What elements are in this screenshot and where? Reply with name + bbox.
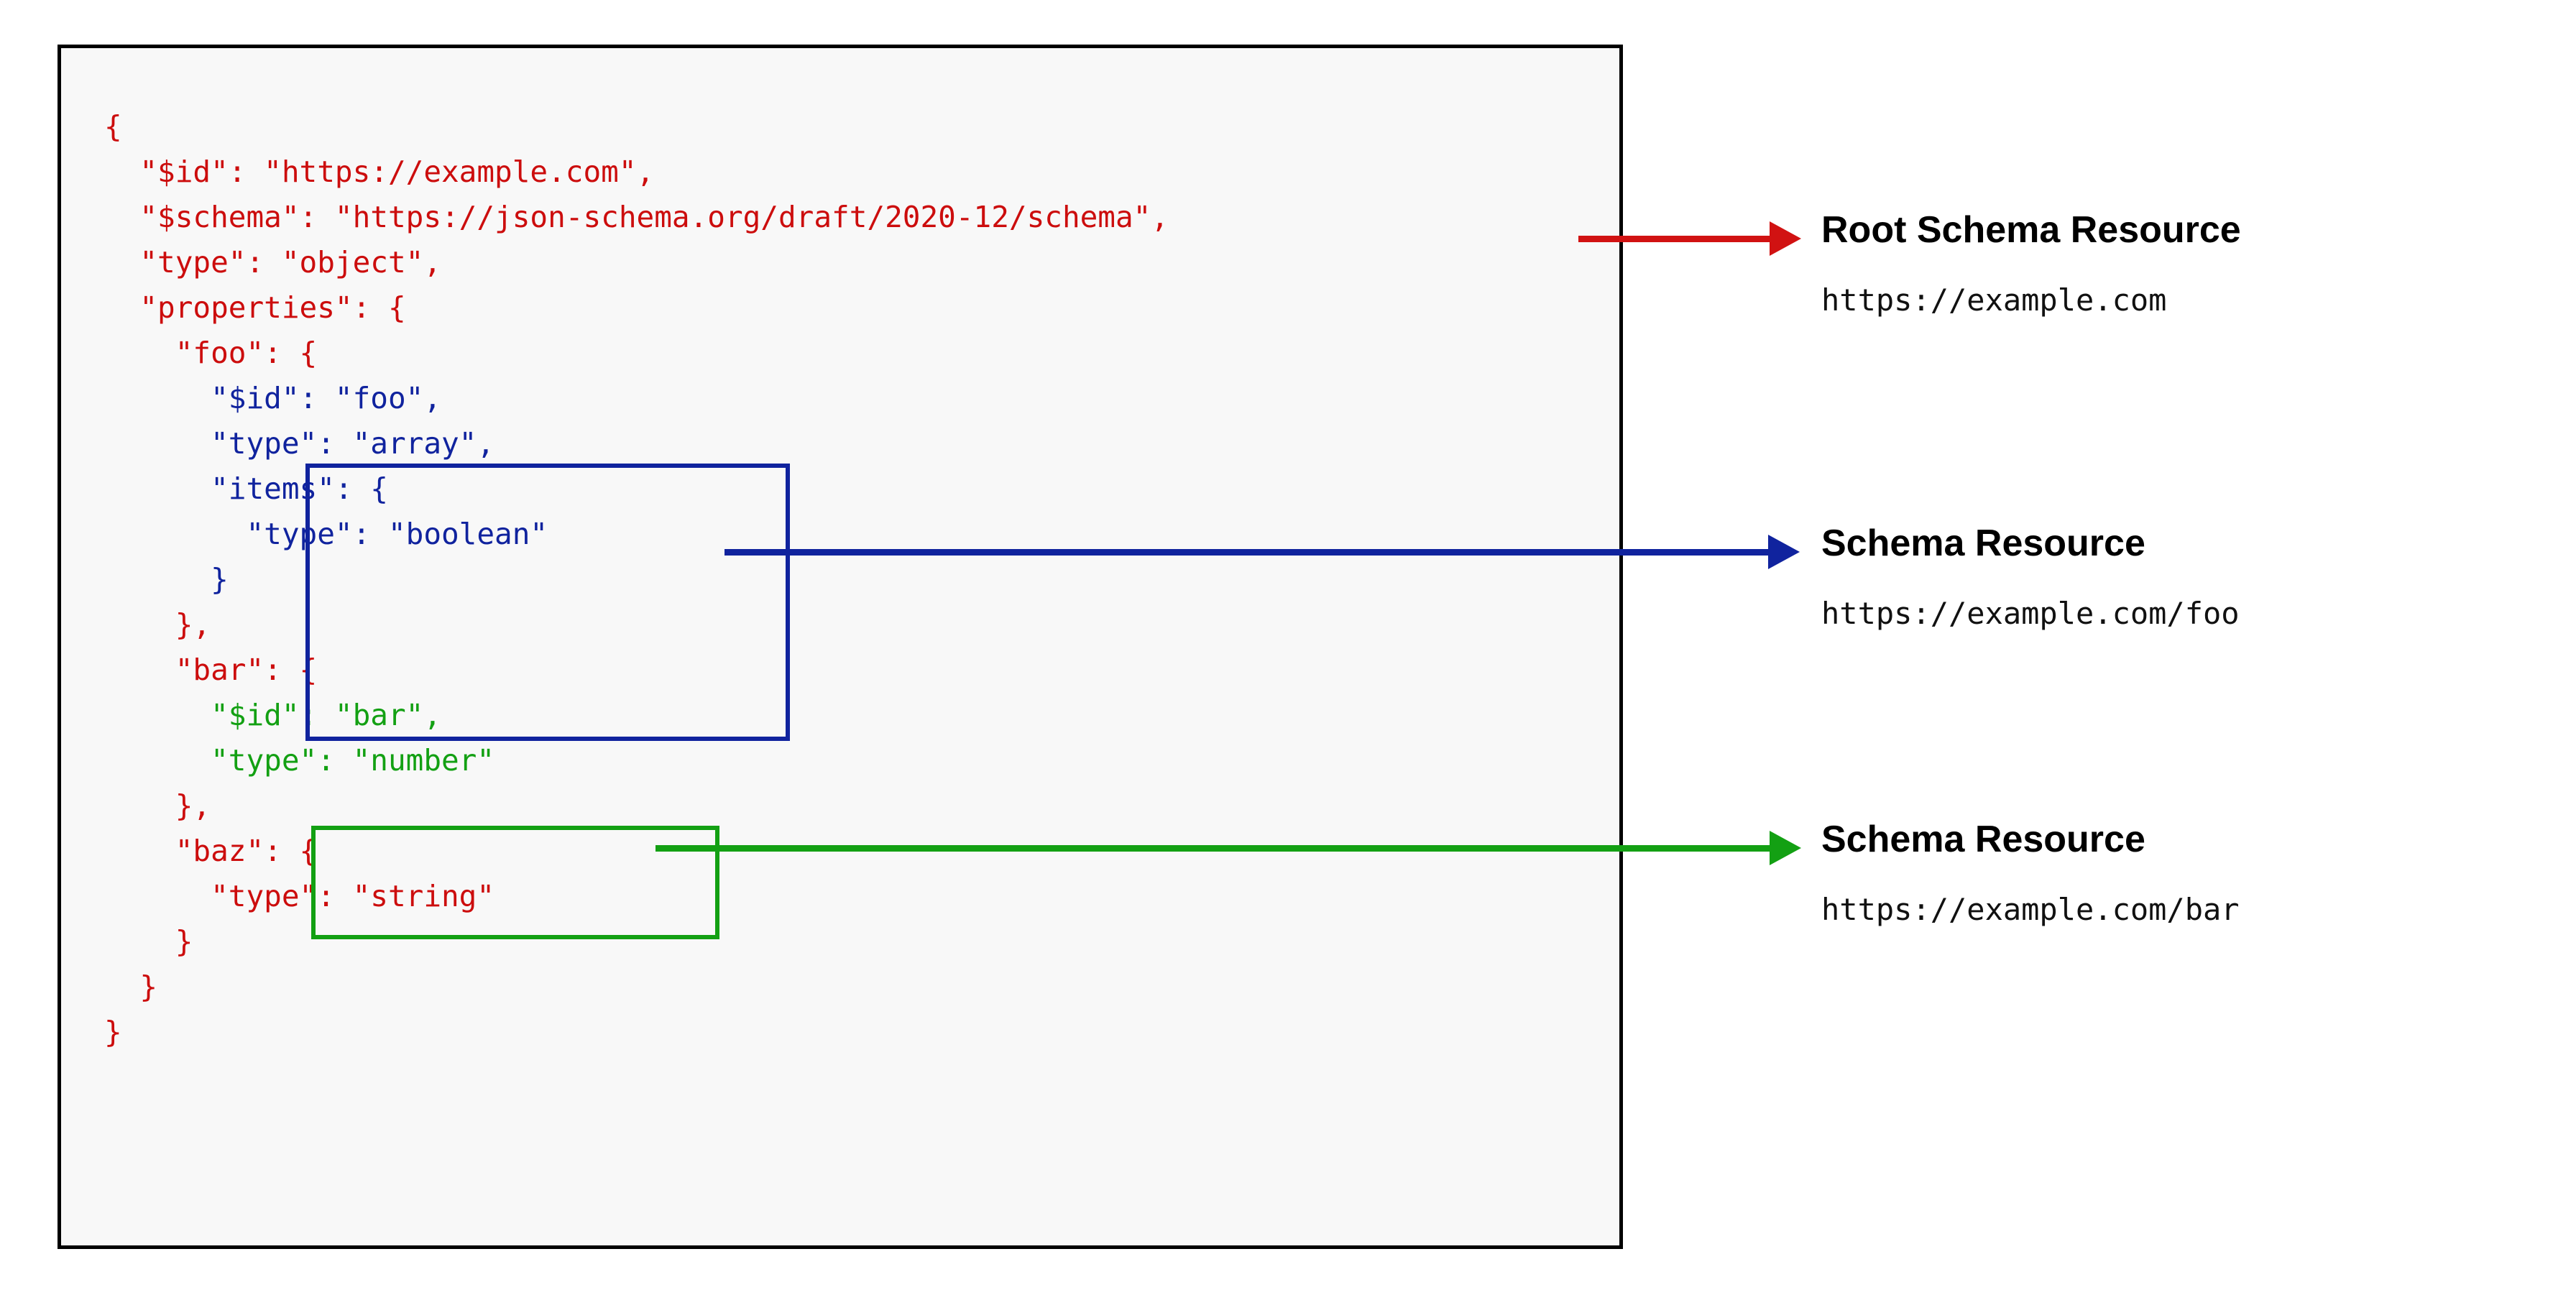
code-line: "type": "array",: [104, 426, 495, 461]
label-title-foo-schema-resource: Schema Resource: [1821, 522, 2145, 564]
arrow-head-bar-schema: [1770, 831, 1801, 865]
label-uri-bar-schema-resource: https://example.com/bar: [1821, 892, 2240, 927]
label-group-bar-schema-resource: Schema Resource https://example.com/bar: [1821, 818, 2240, 928]
arrow-line-bar-schema: [656, 845, 1774, 852]
arrow-head-root-schema: [1770, 221, 1801, 256]
code-line: "items": {: [104, 471, 388, 506]
highlight-box-bar-schema-resource: [311, 826, 719, 939]
label-group-foo-schema-resource: Schema Resource https://example.com/foo: [1821, 522, 2240, 632]
highlight-box-foo-schema-resource: [305, 464, 790, 741]
code-line: }: [104, 562, 229, 596]
code-line: },: [104, 607, 211, 642]
label-uri-foo-schema-resource: https://example.com/foo: [1821, 596, 2240, 631]
json-code-block: { "$id": "https://example.com", "$schema…: [104, 104, 1169, 1055]
code-line: "foo": {: [104, 336, 318, 370]
arrow-head-foo-schema: [1768, 535, 1800, 569]
code-line: "$id": "foo",: [104, 381, 441, 415]
code-line: "bar": {: [104, 653, 318, 687]
code-line: "type": "object",: [104, 245, 441, 280]
code-line: "$schema": "https://json-schema.org/draf…: [104, 200, 1169, 234]
label-title-bar-schema-resource: Schema Resource: [1821, 819, 2145, 860]
code-line: "type": "number": [104, 743, 495, 778]
code-line: "baz": {: [104, 834, 318, 868]
code-line: }: [104, 969, 158, 1004]
label-uri-root-schema-resource: https://example.com: [1821, 282, 2167, 318]
arrow-line-foo-schema: [724, 549, 1774, 556]
code-line: }: [104, 924, 193, 959]
code-line: "properties": {: [104, 290, 406, 325]
code-line: "$id": "bar",: [104, 698, 441, 732]
code-line: }: [104, 1015, 122, 1049]
code-line: {: [104, 109, 122, 144]
json-code-panel: { "$id": "https://example.com", "$schema…: [58, 45, 1623, 1249]
code-line: },: [104, 788, 211, 823]
code-line: "$id": "https://example.com",: [104, 155, 655, 189]
label-group-root-schema-resource: Root Schema Resource https://example.com: [1821, 208, 2241, 319]
label-title-root-schema-resource: Root Schema Resource: [1821, 209, 2241, 251]
arrow-line-root-schema: [1578, 236, 1772, 242]
